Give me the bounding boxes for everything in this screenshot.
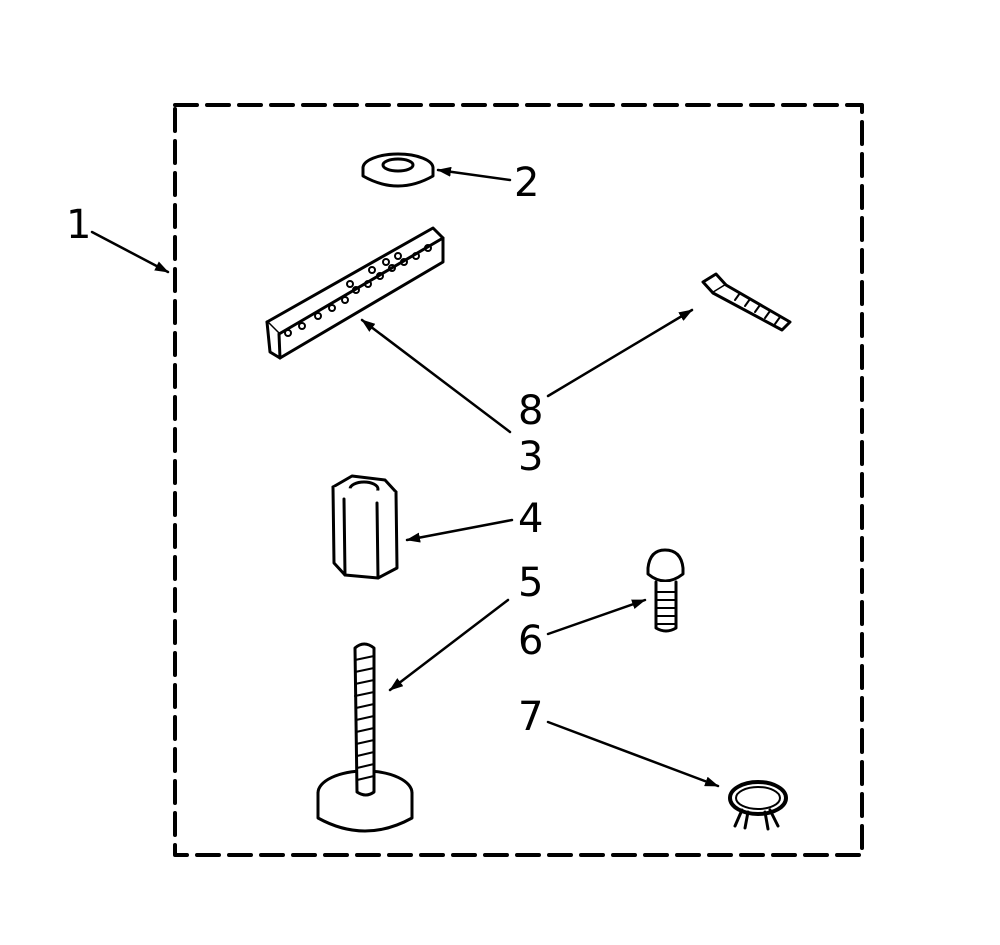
part-washer-small [361, 152, 435, 188]
part-leveling-foot [316, 642, 414, 833]
kit-boundary [173, 103, 864, 857]
leader-4 [405, 518, 514, 543]
part-carriage-bolt [646, 548, 685, 633]
callout-2: 2 [514, 160, 539, 206]
leader-5 [388, 598, 510, 692]
part-screw-small [701, 272, 792, 332]
leader-7 [546, 720, 720, 788]
part-hex-nut [331, 474, 399, 580]
callout-5: 5 [518, 560, 543, 606]
leader-6 [546, 598, 647, 636]
leader-2 [436, 166, 512, 182]
leader-1 [90, 230, 170, 274]
leader-8 [546, 308, 694, 398]
callout-7: 7 [518, 694, 543, 740]
part-strap [265, 226, 445, 360]
leader-3 [360, 318, 512, 434]
callout-1: 1 [66, 202, 91, 248]
part-clamp [728, 780, 788, 831]
callout-3: 3 [518, 434, 543, 480]
leader-lines [90, 166, 720, 788]
callout-6: 6 [518, 618, 543, 664]
callout-4: 4 [518, 496, 543, 542]
callout-8: 8 [518, 388, 543, 434]
